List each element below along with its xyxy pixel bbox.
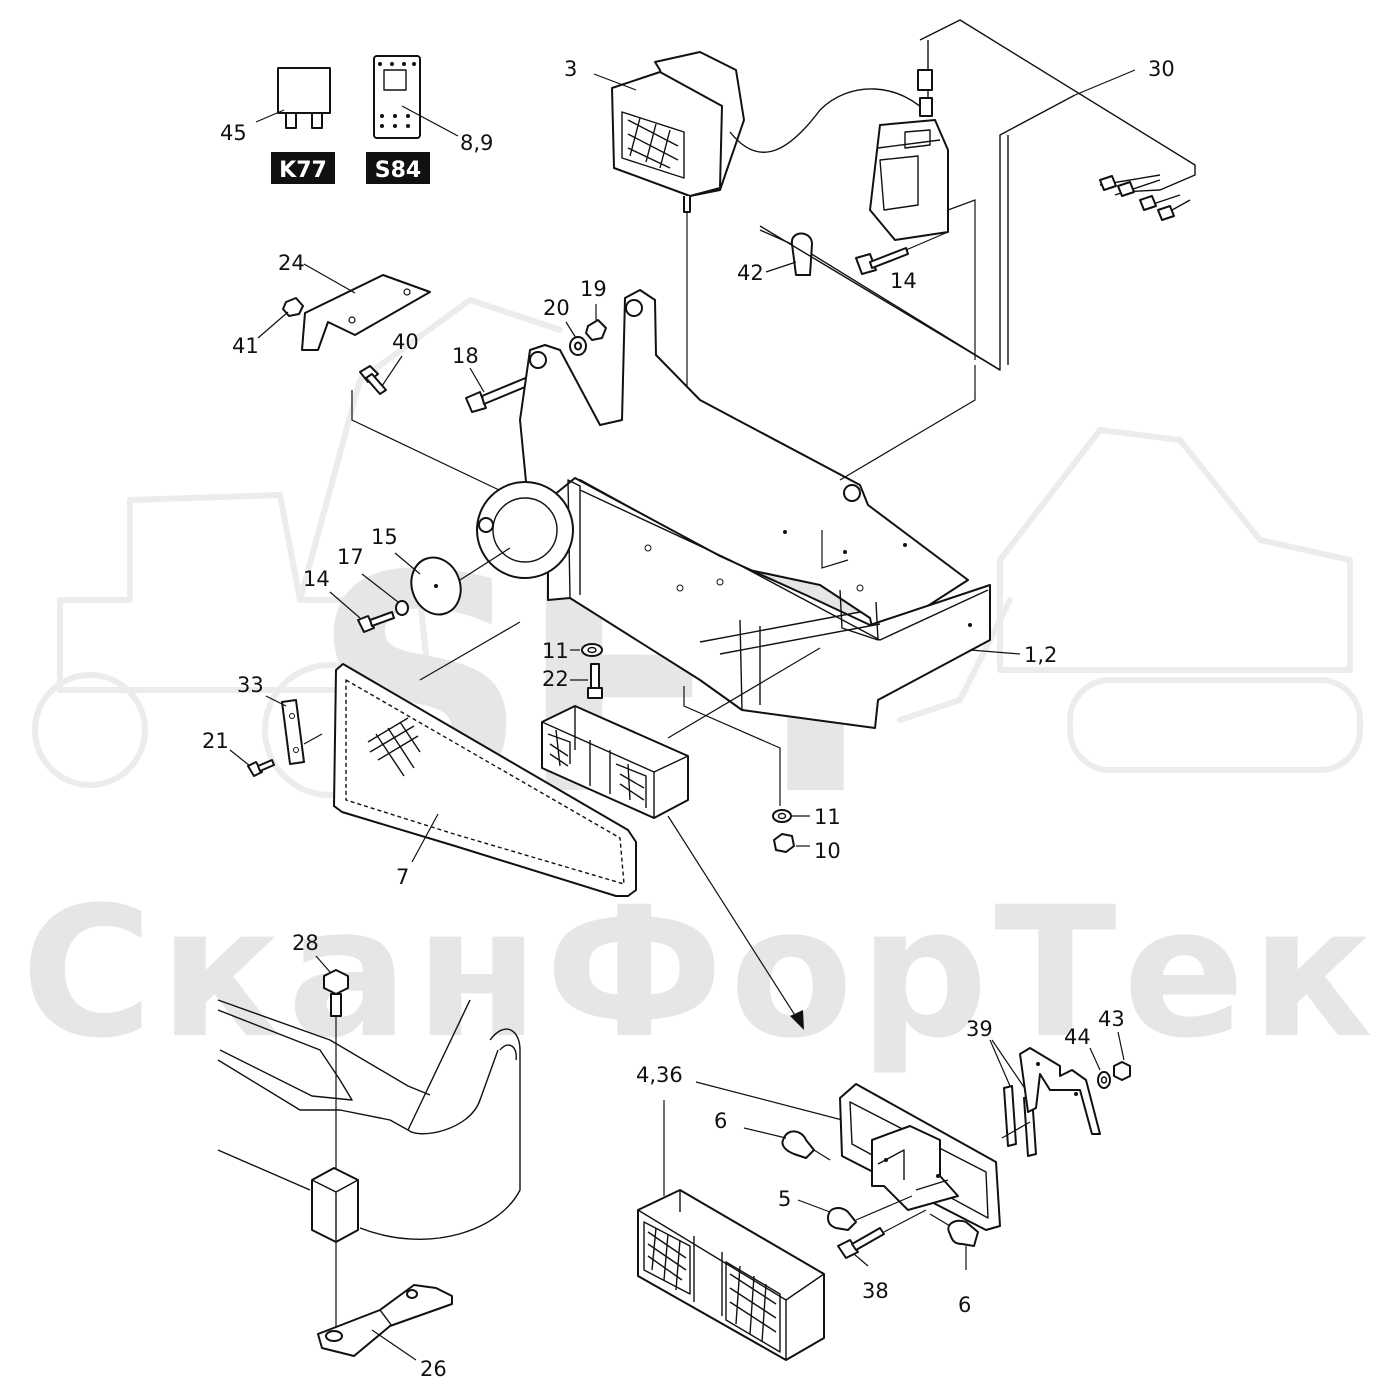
badge-k77-label: K77 (279, 158, 327, 183)
reflector-plate-7-part (333, 663, 637, 897)
bracket-plate-part (1019, 1047, 1101, 1135)
callout-5: 5 (778, 1187, 791, 1211)
callout-39: 39 (966, 1017, 993, 1041)
flasher-unit-part (869, 119, 949, 241)
bolt-22-part (587, 663, 603, 699)
watermark-machine-right-icon (897, 427, 1363, 773)
washer-11-bottom-part (772, 809, 792, 823)
callout-14-left: 14 (303, 567, 330, 591)
callout-28: 28 (292, 931, 319, 955)
nut-10-part (773, 833, 795, 853)
bulb-6-top-part (781, 1130, 815, 1159)
callout-38: 38 (862, 1279, 889, 1303)
relay-icon (277, 67, 331, 129)
callout-22: 22 (542, 667, 569, 691)
spacer-block-part (311, 1167, 359, 1243)
callout-44: 44 (1064, 1025, 1091, 1049)
main-frame-part (476, 289, 991, 729)
screw-38-part (837, 1227, 885, 1259)
rocker-switch-icon (373, 55, 421, 139)
callout-42: 42 (737, 261, 764, 285)
callout-10: 10 (814, 839, 841, 863)
nut-41-part (282, 297, 304, 317)
badge-s84: S84 (366, 152, 430, 184)
badge-s84-label: S84 (375, 158, 421, 183)
callout-45: 45 (220, 121, 247, 145)
screw-14-left-part (357, 611, 395, 633)
callout-8-9: 8,9 (460, 131, 493, 155)
callout-19: 19 (580, 277, 607, 301)
badge-k77: K77 (271, 152, 335, 184)
callout-11-top: 11 (542, 639, 569, 663)
callout-43: 43 (1098, 1007, 1125, 1031)
callout-15: 15 (371, 525, 398, 549)
bracket-24-part (301, 274, 431, 351)
lamp-housing-part (839, 1083, 1001, 1231)
callout-17: 17 (337, 545, 364, 569)
callout-40: 40 (392, 330, 419, 354)
cable-clip-part (759, 225, 1001, 371)
washer-44-part (1097, 1071, 1111, 1089)
callout-11-bottom: 11 (814, 805, 841, 829)
callout-30: 30 (1148, 57, 1175, 81)
tail-lamp-detail-part (637, 1189, 825, 1361)
watermark-machine-left-icon (32, 297, 563, 798)
work-lamp-part (611, 51, 931, 213)
fender-outline-part (217, 999, 521, 1240)
cover-disc-15-part (410, 556, 462, 616)
callout-33: 33 (237, 673, 264, 697)
washer-11-top-part (581, 643, 603, 657)
callout-24: 24 (278, 251, 305, 275)
bracket-26-part (317, 1284, 453, 1357)
washer-17-part (395, 600, 409, 616)
callout-41: 41 (232, 334, 259, 358)
bulb-5-part (827, 1207, 857, 1231)
callout-6-bottom: 6 (958, 1293, 971, 1317)
callout-1-2: 1,2 (1024, 643, 1057, 667)
bolt-40-part (359, 365, 387, 395)
bracket-33-part (281, 699, 305, 765)
callout-7: 7 (396, 865, 409, 889)
callout-26: 26 (420, 1357, 447, 1381)
washer-20-part (569, 336, 587, 356)
callout-4-36: 4,36 (636, 1063, 683, 1087)
callout-20: 20 (543, 296, 570, 320)
tail-lamp-installed-part (541, 705, 689, 819)
screw-21-part (247, 759, 275, 777)
watermark-company: СканФорТек (21, 869, 1379, 1078)
callout-14-top: 14 (890, 269, 917, 293)
callout-6-top: 6 (714, 1109, 727, 1133)
screw-14-top-part (855, 247, 909, 275)
nut-19-part (585, 319, 607, 341)
callout-3: 3 (564, 57, 577, 81)
nut-43-part (1113, 1061, 1131, 1081)
callout-21: 21 (202, 729, 229, 753)
detail-arrow-icon (667, 815, 804, 1030)
callout-18: 18 (452, 344, 479, 368)
